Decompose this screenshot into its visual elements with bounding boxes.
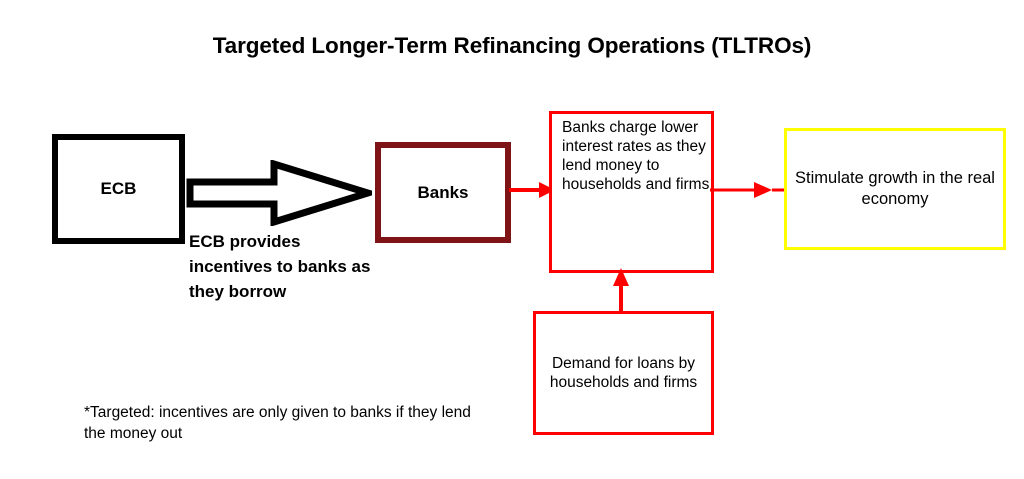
page-title: Targeted Longer-Term Refinancing Operati… — [212, 33, 812, 58]
node-ecb: ECB — [52, 134, 185, 244]
footnote-targeted: *Targeted: incentives are only given to … — [84, 404, 471, 442]
block-arrow-ecb-to-banks — [186, 160, 372, 226]
node-demand: Demand for loans by households and firms — [533, 311, 714, 435]
arrow-banks-to-lower-rates — [509, 182, 555, 198]
node-ecb-label: ECB — [100, 179, 137, 199]
caption-ecb-incentives: ECB provides incentives to banks as they… — [189, 232, 371, 301]
arrow-demand-to-lower-rates — [613, 268, 629, 316]
node-lower-rates-label: Banks charge lower interest rates as the… — [562, 119, 710, 193]
node-stimulate: Stimulate growth in the real economy — [784, 128, 1006, 250]
node-stimulate-label: Stimulate growth in the real economy — [795, 168, 995, 208]
node-demand-label: Demand for loans by households and firms — [549, 354, 698, 391]
node-banks: Banks — [375, 142, 511, 243]
node-lower-rates: Banks charge lower interest rates as the… — [549, 111, 714, 273]
arrow-lower-rates-to-stimulate — [710, 182, 790, 198]
node-banks-label: Banks — [417, 182, 469, 202]
